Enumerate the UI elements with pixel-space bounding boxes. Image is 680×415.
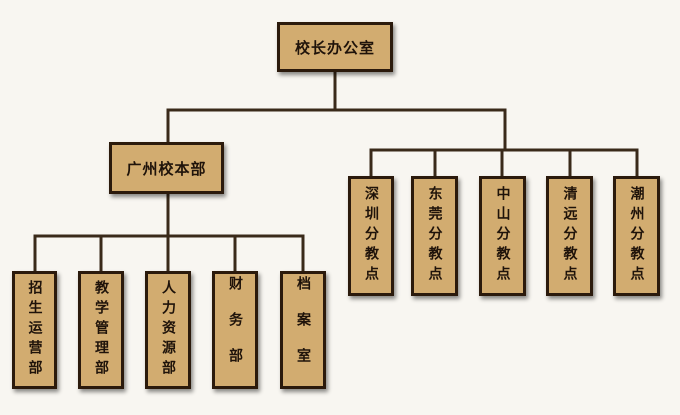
dept-label-4: 档案室 [295, 276, 311, 384]
branch-label-1: 东莞分教点 [426, 186, 443, 286]
branch-node-2: 中山分教点 [479, 176, 526, 296]
dept-label-3: 财务部 [227, 276, 243, 384]
dept-node-0: 招生运营部 [12, 271, 57, 389]
branch-label-2: 中山分教点 [494, 186, 511, 286]
dept-label-2: 人力资源部 [160, 280, 176, 380]
dept-label-0: 招生运营部 [26, 280, 43, 380]
branch-node-3: 清远分教点 [546, 176, 593, 296]
dept-node-4: 档案室 [280, 271, 326, 389]
dept-node-2: 人力资源部 [145, 271, 191, 389]
dept-node-3: 财务部 [212, 271, 258, 389]
branch-label-3: 清远分教点 [561, 186, 578, 286]
branch-node-0: 深圳分教点 [348, 176, 394, 296]
root-label: 校长办公室 [294, 38, 375, 57]
branch-label-4: 潮州分教点 [628, 186, 645, 286]
dept-node-1: 教学管理部 [78, 271, 124, 389]
branch-label-0: 深圳分教点 [363, 186, 379, 286]
guangzhou-node: 广州校本部 [109, 142, 224, 194]
guangzhou-label: 广州校本部 [126, 159, 207, 178]
dept-label-1: 教学管理部 [93, 280, 109, 380]
branch-node-4: 潮州分教点 [613, 176, 660, 296]
branch-node-1: 东莞分教点 [411, 176, 458, 296]
root-node: 校长办公室 [277, 22, 393, 72]
